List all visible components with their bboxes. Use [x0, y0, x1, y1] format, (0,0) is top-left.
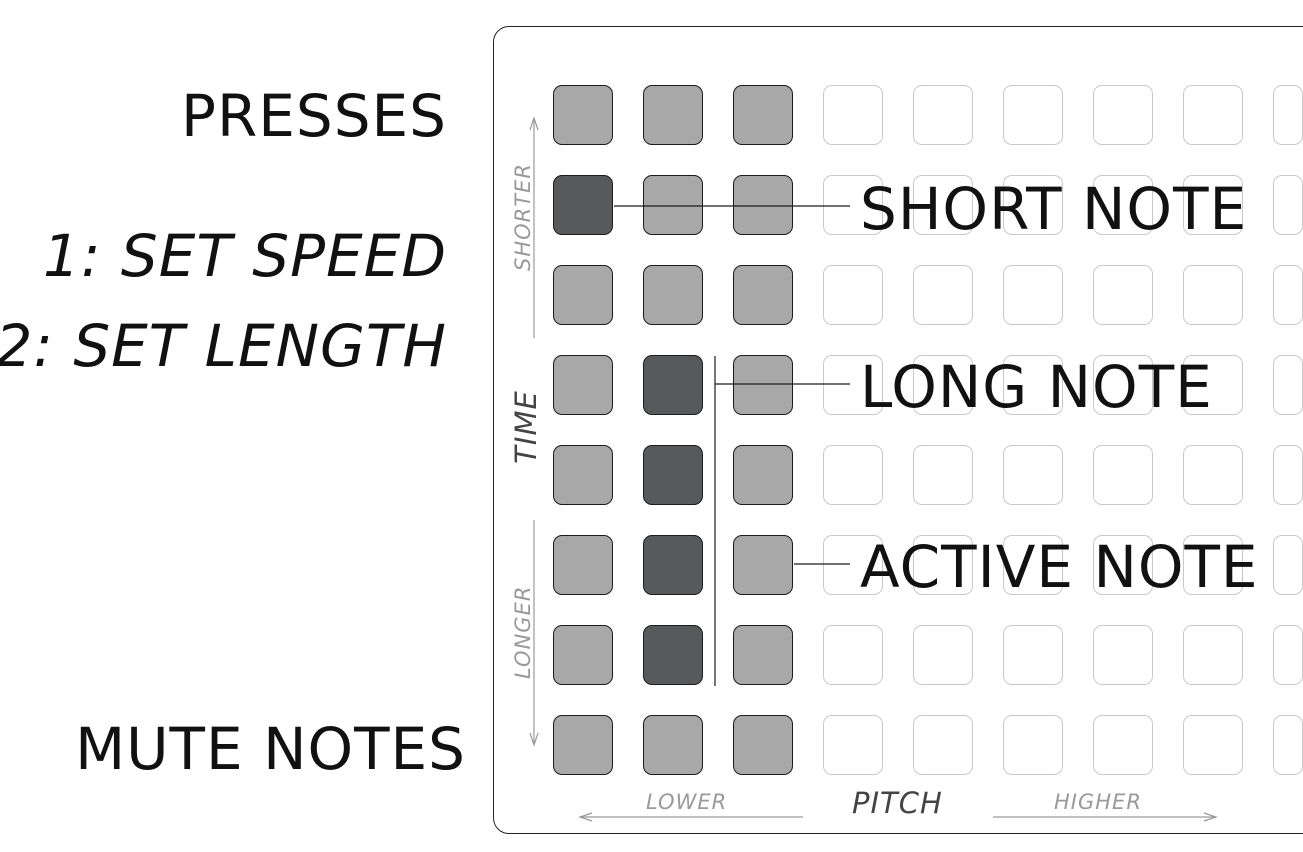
- pad-r5-c1[interactable]: [553, 445, 613, 505]
- pad-r7-c5[interactable]: [913, 625, 973, 685]
- pad-r4-c4[interactable]: [823, 355, 883, 415]
- pad-r8-c5[interactable]: [913, 715, 973, 775]
- shorter-axis-label: SHORTER: [511, 163, 535, 271]
- pitch-arrow-left-head: [578, 812, 593, 822]
- pad-r6-c5[interactable]: [913, 535, 973, 595]
- pad-r5-c7[interactable]: [1093, 445, 1153, 505]
- active-note-callout: ACTIVE NOTE: [860, 533, 1259, 601]
- pad-r6-c8[interactable]: [1183, 535, 1243, 595]
- pad-r2-c1[interactable]: [553, 175, 613, 235]
- pad-r2-c3[interactable]: [733, 175, 793, 235]
- pad-r1-c7[interactable]: [1093, 85, 1153, 145]
- pad-r4-c7[interactable]: [1093, 355, 1153, 415]
- pad-r8-c4[interactable]: [823, 715, 883, 775]
- higher-axis-label: HIGHER: [1054, 790, 1142, 814]
- pad-r6-c1[interactable]: [553, 535, 613, 595]
- pad-r5-c8[interactable]: [1183, 445, 1243, 505]
- pad-r8-c7[interactable]: [1093, 715, 1153, 775]
- mute-notes-label: MUTE NOTES: [75, 715, 466, 783]
- pad-r2-c7[interactable]: [1093, 175, 1153, 235]
- pad-r5-c6[interactable]: [1003, 445, 1063, 505]
- pad-r5-c5[interactable]: [913, 445, 973, 505]
- pad-r1-c1[interactable]: [553, 85, 613, 145]
- set-speed-label: 1: SET SPEED: [43, 222, 447, 290]
- pad-r7-c4[interactable]: [823, 625, 883, 685]
- pad-r6-c3[interactable]: [733, 535, 793, 595]
- pad-r4-c6[interactable]: [1003, 355, 1063, 415]
- pad-r8-c9[interactable]: [1273, 715, 1303, 775]
- pad-r1-c4[interactable]: [823, 85, 883, 145]
- short-note-callout: SHORT NOTE: [860, 175, 1248, 243]
- pad-r8-c8[interactable]: [1183, 715, 1243, 775]
- pad-r2-c6[interactable]: [1003, 175, 1063, 235]
- pitch-axis-label: PITCH: [852, 786, 943, 820]
- pad-r1-c9[interactable]: [1273, 85, 1303, 145]
- pad-r3-c2[interactable]: [643, 265, 703, 325]
- pad-r3-c5[interactable]: [913, 265, 973, 325]
- pad-r7-c6[interactable]: [1003, 625, 1063, 685]
- pad-r2-c2[interactable]: [643, 175, 703, 235]
- time-axis-label: TIME: [509, 390, 543, 464]
- pad-r2-c4[interactable]: [823, 175, 883, 235]
- longer-axis-label: LONGER: [511, 585, 535, 679]
- pad-r6-c4[interactable]: [823, 535, 883, 595]
- lower-axis-label: LOWER: [646, 790, 728, 814]
- presses-label: PRESSES: [180, 82, 447, 150]
- grid-panel: [493, 26, 1303, 834]
- pitch-arrow-right-head: [1203, 812, 1218, 822]
- pad-r7-c9[interactable]: [1273, 625, 1303, 685]
- pad-r5-c3[interactable]: [733, 445, 793, 505]
- pad-r4-c5[interactable]: [913, 355, 973, 415]
- pad-r4-c1[interactable]: [553, 355, 613, 415]
- long-note-callout: LONG NOTE: [860, 353, 1213, 421]
- pad-r6-c6[interactable]: [1003, 535, 1063, 595]
- time-arrow-up-head: [529, 116, 539, 131]
- pad-r4-c3[interactable]: [733, 355, 793, 415]
- set-length-label: 2: SET LENGTH: [0, 312, 447, 380]
- pad-r3-c3[interactable]: [733, 265, 793, 325]
- pad-r7-c1[interactable]: [553, 625, 613, 685]
- pad-r2-c9[interactable]: [1273, 175, 1303, 235]
- pad-r8-c2[interactable]: [643, 715, 703, 775]
- pad-r7-c2[interactable]: [643, 625, 703, 685]
- pad-r2-c8[interactable]: [1183, 175, 1243, 235]
- pad-r8-c6[interactable]: [1003, 715, 1063, 775]
- pad-r4-c2[interactable]: [643, 355, 703, 415]
- pad-r5-c9[interactable]: [1273, 445, 1303, 505]
- pad-r3-c7[interactable]: [1093, 265, 1153, 325]
- time-arrow-down-head: [529, 732, 539, 747]
- pad-r1-c2[interactable]: [643, 85, 703, 145]
- pad-r1-c6[interactable]: [1003, 85, 1063, 145]
- pad-r6-c2[interactable]: [643, 535, 703, 595]
- pad-r3-c4[interactable]: [823, 265, 883, 325]
- pad-r7-c7[interactable]: [1093, 625, 1153, 685]
- pad-r5-c4[interactable]: [823, 445, 883, 505]
- pad-r6-c7[interactable]: [1093, 535, 1153, 595]
- pad-r3-c6[interactable]: [1003, 265, 1063, 325]
- pad-r4-c8[interactable]: [1183, 355, 1243, 415]
- pad-r1-c3[interactable]: [733, 85, 793, 145]
- pad-r7-c8[interactable]: [1183, 625, 1243, 685]
- pad-r8-c1[interactable]: [553, 715, 613, 775]
- pad-r6-c9[interactable]: [1273, 535, 1303, 595]
- pad-r7-c3[interactable]: [733, 625, 793, 685]
- pad-r1-c8[interactable]: [1183, 85, 1243, 145]
- pad-r2-c5[interactable]: [913, 175, 973, 235]
- pad-r1-c5[interactable]: [913, 85, 973, 145]
- pad-r3-c1[interactable]: [553, 265, 613, 325]
- pad-r8-c3[interactable]: [733, 715, 793, 775]
- pad-r3-c8[interactable]: [1183, 265, 1243, 325]
- pad-r5-c2[interactable]: [643, 445, 703, 505]
